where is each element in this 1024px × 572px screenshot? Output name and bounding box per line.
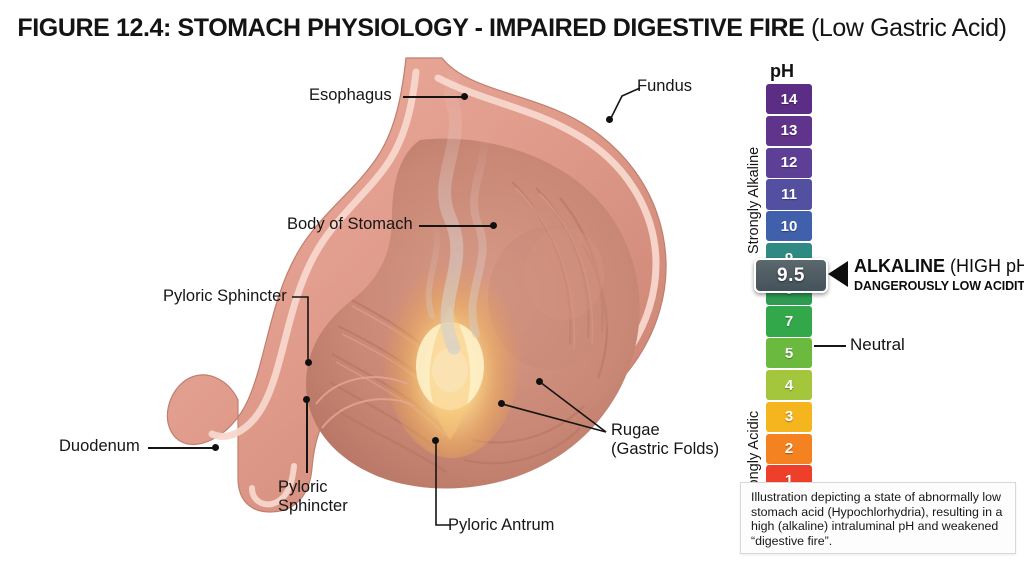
label-rugae-line2: (Gastric Folds) <box>611 440 720 458</box>
ph-cell-4[interactable]: 4 <box>766 370 812 401</box>
label-body-of-stomach: Body of Stomach <box>287 215 413 233</box>
ph-marker-callout-thin: (HIGH pH) <box>950 256 1024 276</box>
leader-neutral <box>814 345 846 347</box>
leader-fundus <box>609 87 641 121</box>
smoke-wisps <box>425 51 489 355</box>
ph-cell-2[interactable]: 2 <box>766 433 812 464</box>
marker-dot-pyloric-antrum <box>432 437 439 444</box>
leader-pyloric-sphincter-lower <box>306 401 308 473</box>
marker-dot-pyloric-sphincter-lower <box>303 396 310 403</box>
ph-cell-5[interactable]: 5 <box>766 338 812 369</box>
marker-dot-duodenum <box>212 444 219 451</box>
ph-cell-10[interactable]: 10 <box>766 211 812 242</box>
ph-marker-badge[interactable]: 9.5 <box>754 258 828 293</box>
label-pyloric-sphincter-lower: Pyloric Sphincter <box>278 478 348 516</box>
leader-body-of-stomach <box>419 225 494 227</box>
label-fundus: Fundus <box>637 77 693 95</box>
label-rugae: Rugae (Gastric Folds) <box>611 421 741 459</box>
ph-scale-title: pH <box>770 61 794 81</box>
stomach-illustration <box>120 48 720 548</box>
page-title: FIGURE 12.4: STOMACH PHYSIOLOGY - IMPAIR… <box>0 14 1024 43</box>
leader-duodenum <box>148 447 216 449</box>
label-duodenum: Duodenum <box>59 437 140 455</box>
label-rugae-line1: Rugae <box>611 421 660 439</box>
ph-cell-13[interactable]: 13 <box>766 115 812 146</box>
ph-scale-column[interactable]: 1413121110987543210 <box>766 84 812 529</box>
ph-cell-14[interactable]: 14 <box>766 84 812 115</box>
ph-marker-callout-strong: ALKALINE <box>854 256 945 276</box>
caption-box: Illustration depicting a state of abnorm… <box>740 482 1016 554</box>
marker-dot-body-of-stomach <box>490 222 497 229</box>
leader-esophagus <box>403 96 465 98</box>
label-pyloric-sphincter-lower-line1: Pyloric <box>278 478 328 496</box>
label-pyloric-antrum: Pyloric Antrum <box>448 516 555 534</box>
leader-pyloric-sphincter-upper <box>292 296 309 362</box>
title-subtitle: (Low Gastric Acid) <box>810 14 1007 42</box>
ph-marker-callout: ALKALINE (HIGH pH) <box>854 256 1024 277</box>
label-pyloric-sphincter-lower-line2: Sphincter <box>278 497 348 515</box>
label-esophagus: Esophagus <box>309 86 392 104</box>
marker-dot-fundus <box>606 116 613 123</box>
marker-dot-rugae-2 <box>536 378 543 385</box>
label-pyloric-sphincter-upper: Pyloric Sphincter <box>163 287 287 305</box>
marker-dot-esophagus <box>461 93 468 100</box>
ph-cell-7[interactable]: 7 <box>766 306 812 337</box>
ph-marker-callout-sub: DANGEROUSLY LOW ACIDITY <box>854 279 1024 293</box>
ph-marker-arrow-icon <box>828 261 848 287</box>
pyloric-canal <box>315 376 417 429</box>
label-neutral: Neutral <box>850 335 905 354</box>
ph-cell-3[interactable]: 3 <box>766 401 812 432</box>
leader-rugae <box>501 381 607 433</box>
ph-cell-11[interactable]: 11 <box>766 179 812 210</box>
leader-pyloric-antrum <box>435 440 450 526</box>
title-main: FIGURE 12.4: STOMACH PHYSIOLOGY - IMPAIR… <box>17 14 805 42</box>
stomach-svg <box>166 51 667 513</box>
ph-axis-label-alkaline: Strongly Alkaline <box>746 146 762 254</box>
marker-dot-pyloric-sphincter-upper <box>305 359 312 366</box>
ph-cell-12[interactable]: 12 <box>766 147 812 178</box>
marker-dot-rugae-1 <box>498 400 505 407</box>
